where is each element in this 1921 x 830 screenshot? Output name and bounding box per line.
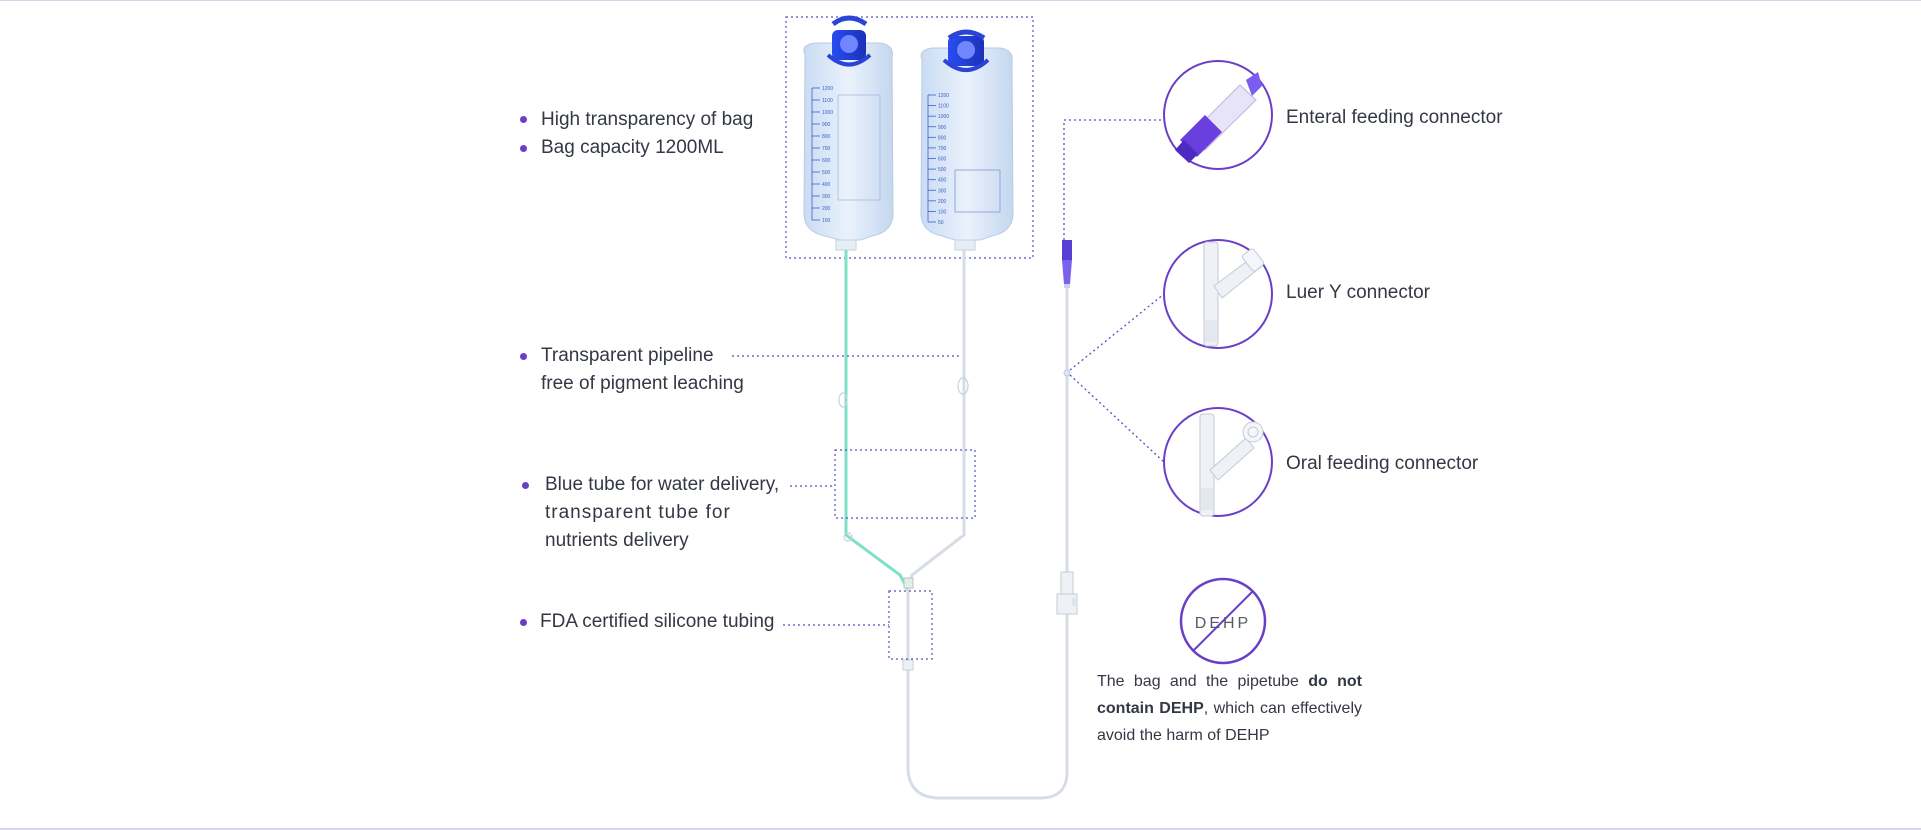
feature-bag-transparency: High transparency of bag [541, 109, 754, 130]
right-bag-scale-tick-label: 800 [938, 135, 947, 141]
top-divider [0, 0, 1921, 1]
bullet [522, 482, 529, 489]
left-bag-scale-tick-label: 300 [822, 194, 831, 200]
bullet [520, 145, 527, 152]
feature-silicone-tubing: FDA certified silicone tubing [540, 611, 775, 632]
right-bag-scale: 1200 1100 1000 900 800 700 600 500 400 300 200 100 5… [927, 93, 949, 226]
inline-connector [1056, 571, 1078, 615]
luer-y-connector-photo [1203, 241, 1264, 347]
dehp-note-part2: , which can effectively avoid the harm o… [1097, 700, 1362, 744]
left-bag-scale-tick-label: 500 [822, 170, 831, 176]
left-bag-scale-tick-label: 1200 [822, 86, 833, 92]
feature-bag-capacity: Bag capacity 1200ML [541, 137, 724, 158]
left-bag-scale-tick-label: 700 [822, 146, 831, 152]
right-bag-scale-tick-label: 1100 [938, 104, 949, 110]
oral-feeding-connector-photo [1199, 413, 1264, 517]
left-bag-scale-tick-label: 100 [822, 218, 831, 224]
right-bag-scale-tick-label: 200 [938, 199, 947, 205]
right-bag-scale-tick-label: 900 [938, 125, 947, 131]
water-tube [844, 250, 910, 591]
enteral-feeding-connector-photo [1175, 72, 1262, 163]
right-bag-scale-tick-label: 100 [938, 209, 947, 215]
feature-tube-colors-line3: nutrients delivery [545, 530, 689, 551]
feature-pipeline-line1: Transparent pipeline [541, 345, 714, 366]
right-bag-scale-tick-label: 500 [938, 167, 947, 173]
leader-lines [732, 119, 1165, 626]
bags-highlight-box [785, 16, 1034, 259]
luer-y-connector-label: Luer Y connector [1286, 282, 1431, 303]
oral-connector-label: Oral feeding connector [1286, 453, 1479, 474]
left-bag-scale-tick-label: 200 [822, 206, 831, 212]
nutrient-tube [906, 250, 966, 591]
feature-tube-colors-line1: Blue tube for water delivery, [545, 474, 780, 495]
right-bag-scale-tick-label: 400 [938, 178, 947, 184]
no-dehp-badge: DEHP [1179, 577, 1267, 665]
bullet [520, 353, 527, 360]
silicone-tubing-highlight-box [888, 590, 933, 660]
left-bag-cap [826, 15, 872, 67]
dehp-note-bold: do not contain DEHP [1097, 673, 1362, 717]
right-bag-scale-tick-label: 50 [938, 220, 944, 226]
right-bag-scale-tick-label: 1000 [938, 114, 949, 120]
left-feeding-bag: 1200 1100 1000 900 800 700 600 500 400 300 200 100 [803, 15, 894, 251]
feature-pipeline-line2: free of pigment leaching [541, 373, 744, 394]
left-bag-scale-tick-label: 800 [822, 134, 831, 140]
left-bag-scale-tick-label: 1000 [822, 110, 833, 116]
bullet [520, 619, 527, 626]
purple-tip [1062, 240, 1072, 288]
right-bag-scale-tick-label: 700 [938, 146, 947, 152]
bottom-divider [0, 828, 1921, 830]
right-bag-cap [942, 29, 990, 72]
left-bag-scale-tick-label: 400 [822, 182, 831, 188]
right-bag-scale-tick-label: 300 [938, 188, 947, 194]
dehp-badge-text: DEHP [1195, 615, 1251, 632]
right-bag-scale-tick-label: 1200 [938, 93, 949, 99]
left-bag-scale: 1200 1100 1000 900 800 700 600 500 400 300 200 100 [811, 86, 833, 224]
dehp-note: The bag and the pipetube do not contain … [1097, 668, 1362, 749]
bullet [520, 116, 527, 123]
tubing [838, 240, 1078, 800]
right-feeding-bag: 1200 1100 1000 900 800 700 600 500 400 300 200 100 5… [920, 29, 1014, 251]
tube-color-highlight-box [834, 449, 976, 519]
right-bag-scale-tick-label: 600 [938, 157, 947, 163]
left-bag-scale-tick-label: 600 [822, 158, 831, 164]
left-bag-scale-tick-label: 900 [822, 122, 831, 128]
dehp-note-part1: The bag and the pipetube [1097, 673, 1309, 690]
feature-tube-colors-line2: transparent tube for [545, 502, 731, 523]
main-tube [906, 590, 1069, 800]
left-bag-scale-tick-label: 1100 [822, 98, 833, 104]
enteral-connector-label: Enteral feeding connector [1286, 107, 1503, 128]
